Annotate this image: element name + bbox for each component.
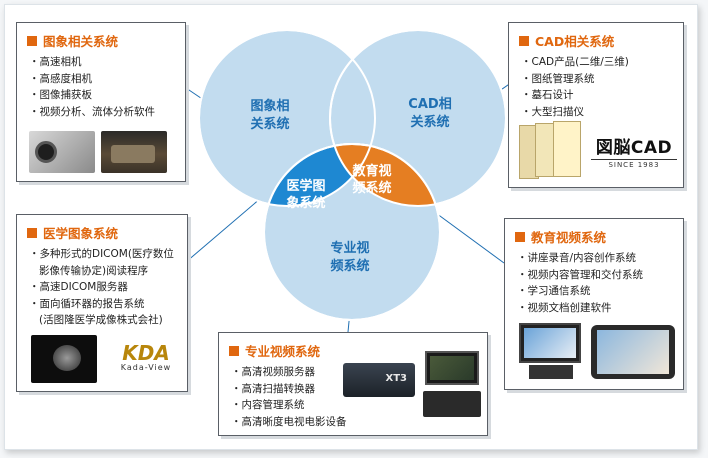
cad-circle-label-1: CAD相 xyxy=(408,96,451,112)
callout-line-medical xyxy=(185,191,269,263)
education-lens-label-1: 教育视 xyxy=(351,163,391,179)
cad-logo: 図脳CAD SINCE 1983 xyxy=(591,133,677,169)
cad-circle-label-2: 关系统 xyxy=(410,114,449,130)
server-icon: XT3 xyxy=(343,363,415,397)
list-item: 高清扫描转换器 xyxy=(231,381,487,398)
cad-logo-since: SINCE 1983 xyxy=(591,159,677,169)
tablet-icon xyxy=(591,325,675,379)
video-systems-title: 专业视频系统 xyxy=(245,344,321,359)
list-item: 高清视频服务器 xyxy=(231,364,487,381)
video-circle-label-2: 频系统 xyxy=(330,258,369,274)
list-item: 墓石设计 xyxy=(521,87,683,104)
list-item: 内容管理系统 xyxy=(231,397,487,414)
list-item: 多种形式的DICOM(医疗数位 xyxy=(29,246,187,263)
bullet-square-icon xyxy=(229,345,239,356)
list-item: 高感度相机 xyxy=(29,71,185,88)
medical-lens-label-2: 象系统 xyxy=(286,195,325,211)
list-item: 讲座录音/内容创作系统 xyxy=(517,250,683,267)
bullet-square-icon xyxy=(515,231,525,242)
bullet-square-icon xyxy=(27,35,37,46)
cad-systems-box: CAD相关系统 CAD产品(二维/三维) 图纸管理系统 墓石设计 大型扫描仪 図… xyxy=(508,22,684,188)
list-item: 图像捕获板 xyxy=(29,87,185,104)
list-item: 大型扫描仪 xyxy=(521,104,683,121)
list-item: (活图隆医学成像株式会社) xyxy=(39,314,163,326)
list-item: CAD产品(二维/三维) xyxy=(521,54,683,71)
video-systems-box: 专业视频系统 高清视频服务器 高清扫描转换器 内容管理系统 高清晰度电视电影设备… xyxy=(218,332,488,436)
image-systems-box: 图象相关系统 高速相机 高感度相机 图像捕获板 视频分析、流体分析软件 xyxy=(16,22,186,182)
list-item: 图纸管理系统 xyxy=(521,71,683,88)
monitor-icon xyxy=(519,323,581,381)
server-label: XT3 xyxy=(385,373,408,384)
kada-view-logo: KDA Kada-View xyxy=(109,343,183,372)
list-item: 高速相机 xyxy=(29,54,185,71)
video-circle-label-1: 专业视 xyxy=(330,240,369,256)
medical-scan-icon xyxy=(31,335,97,383)
image-circle-label-2: 关系统 xyxy=(250,116,289,132)
cad-systems-title: CAD相关系统 xyxy=(535,34,615,49)
list-item: 高速DICOM服务器 xyxy=(29,279,187,296)
list-item: 高清晰度电视电影设备 xyxy=(231,414,487,431)
medical-systems-title: 医学图象系统 xyxy=(43,226,119,241)
education-lens-label-2: 频系统 xyxy=(352,180,391,196)
image-systems-title: 图象相关系统 xyxy=(43,34,119,49)
list-item: 视频文档创建软件 xyxy=(517,300,683,317)
list-item: 学习通信系统 xyxy=(517,283,683,300)
camera-icon xyxy=(29,131,95,173)
kada-view-logo-text: Kada-View xyxy=(120,363,172,372)
van-icon xyxy=(101,131,167,173)
bullet-square-icon xyxy=(27,227,37,238)
medical-systems-box: 医学图象系统 多种形式的DICOM(医疗数位 影像传输协定)阅读程序 高速DIC… xyxy=(16,214,188,392)
image-circle-label-1: 图象相 xyxy=(250,98,289,114)
list-item: 视频内容管理和交付系统 xyxy=(517,267,683,284)
medical-lens-label-1: 医学图 xyxy=(286,178,325,194)
list-item: 面向循环器的报告系统 xyxy=(29,296,187,313)
bullet-square-icon xyxy=(519,35,529,46)
cad-logo-text: 図脳CAD xyxy=(595,138,673,158)
workstation-icon xyxy=(423,351,481,421)
education-systems-box: 教育视频系统 讲座录音/内容创作系统 视频内容管理和交付系统 学习通信系统 视频… xyxy=(504,218,684,390)
list-item: 影像传输协定)阅读程序 xyxy=(39,264,149,277)
list-item: 视频分析、流体分析软件 xyxy=(29,104,185,121)
education-systems-title: 教育视频系统 xyxy=(531,230,607,245)
software-box-icon xyxy=(519,121,585,179)
